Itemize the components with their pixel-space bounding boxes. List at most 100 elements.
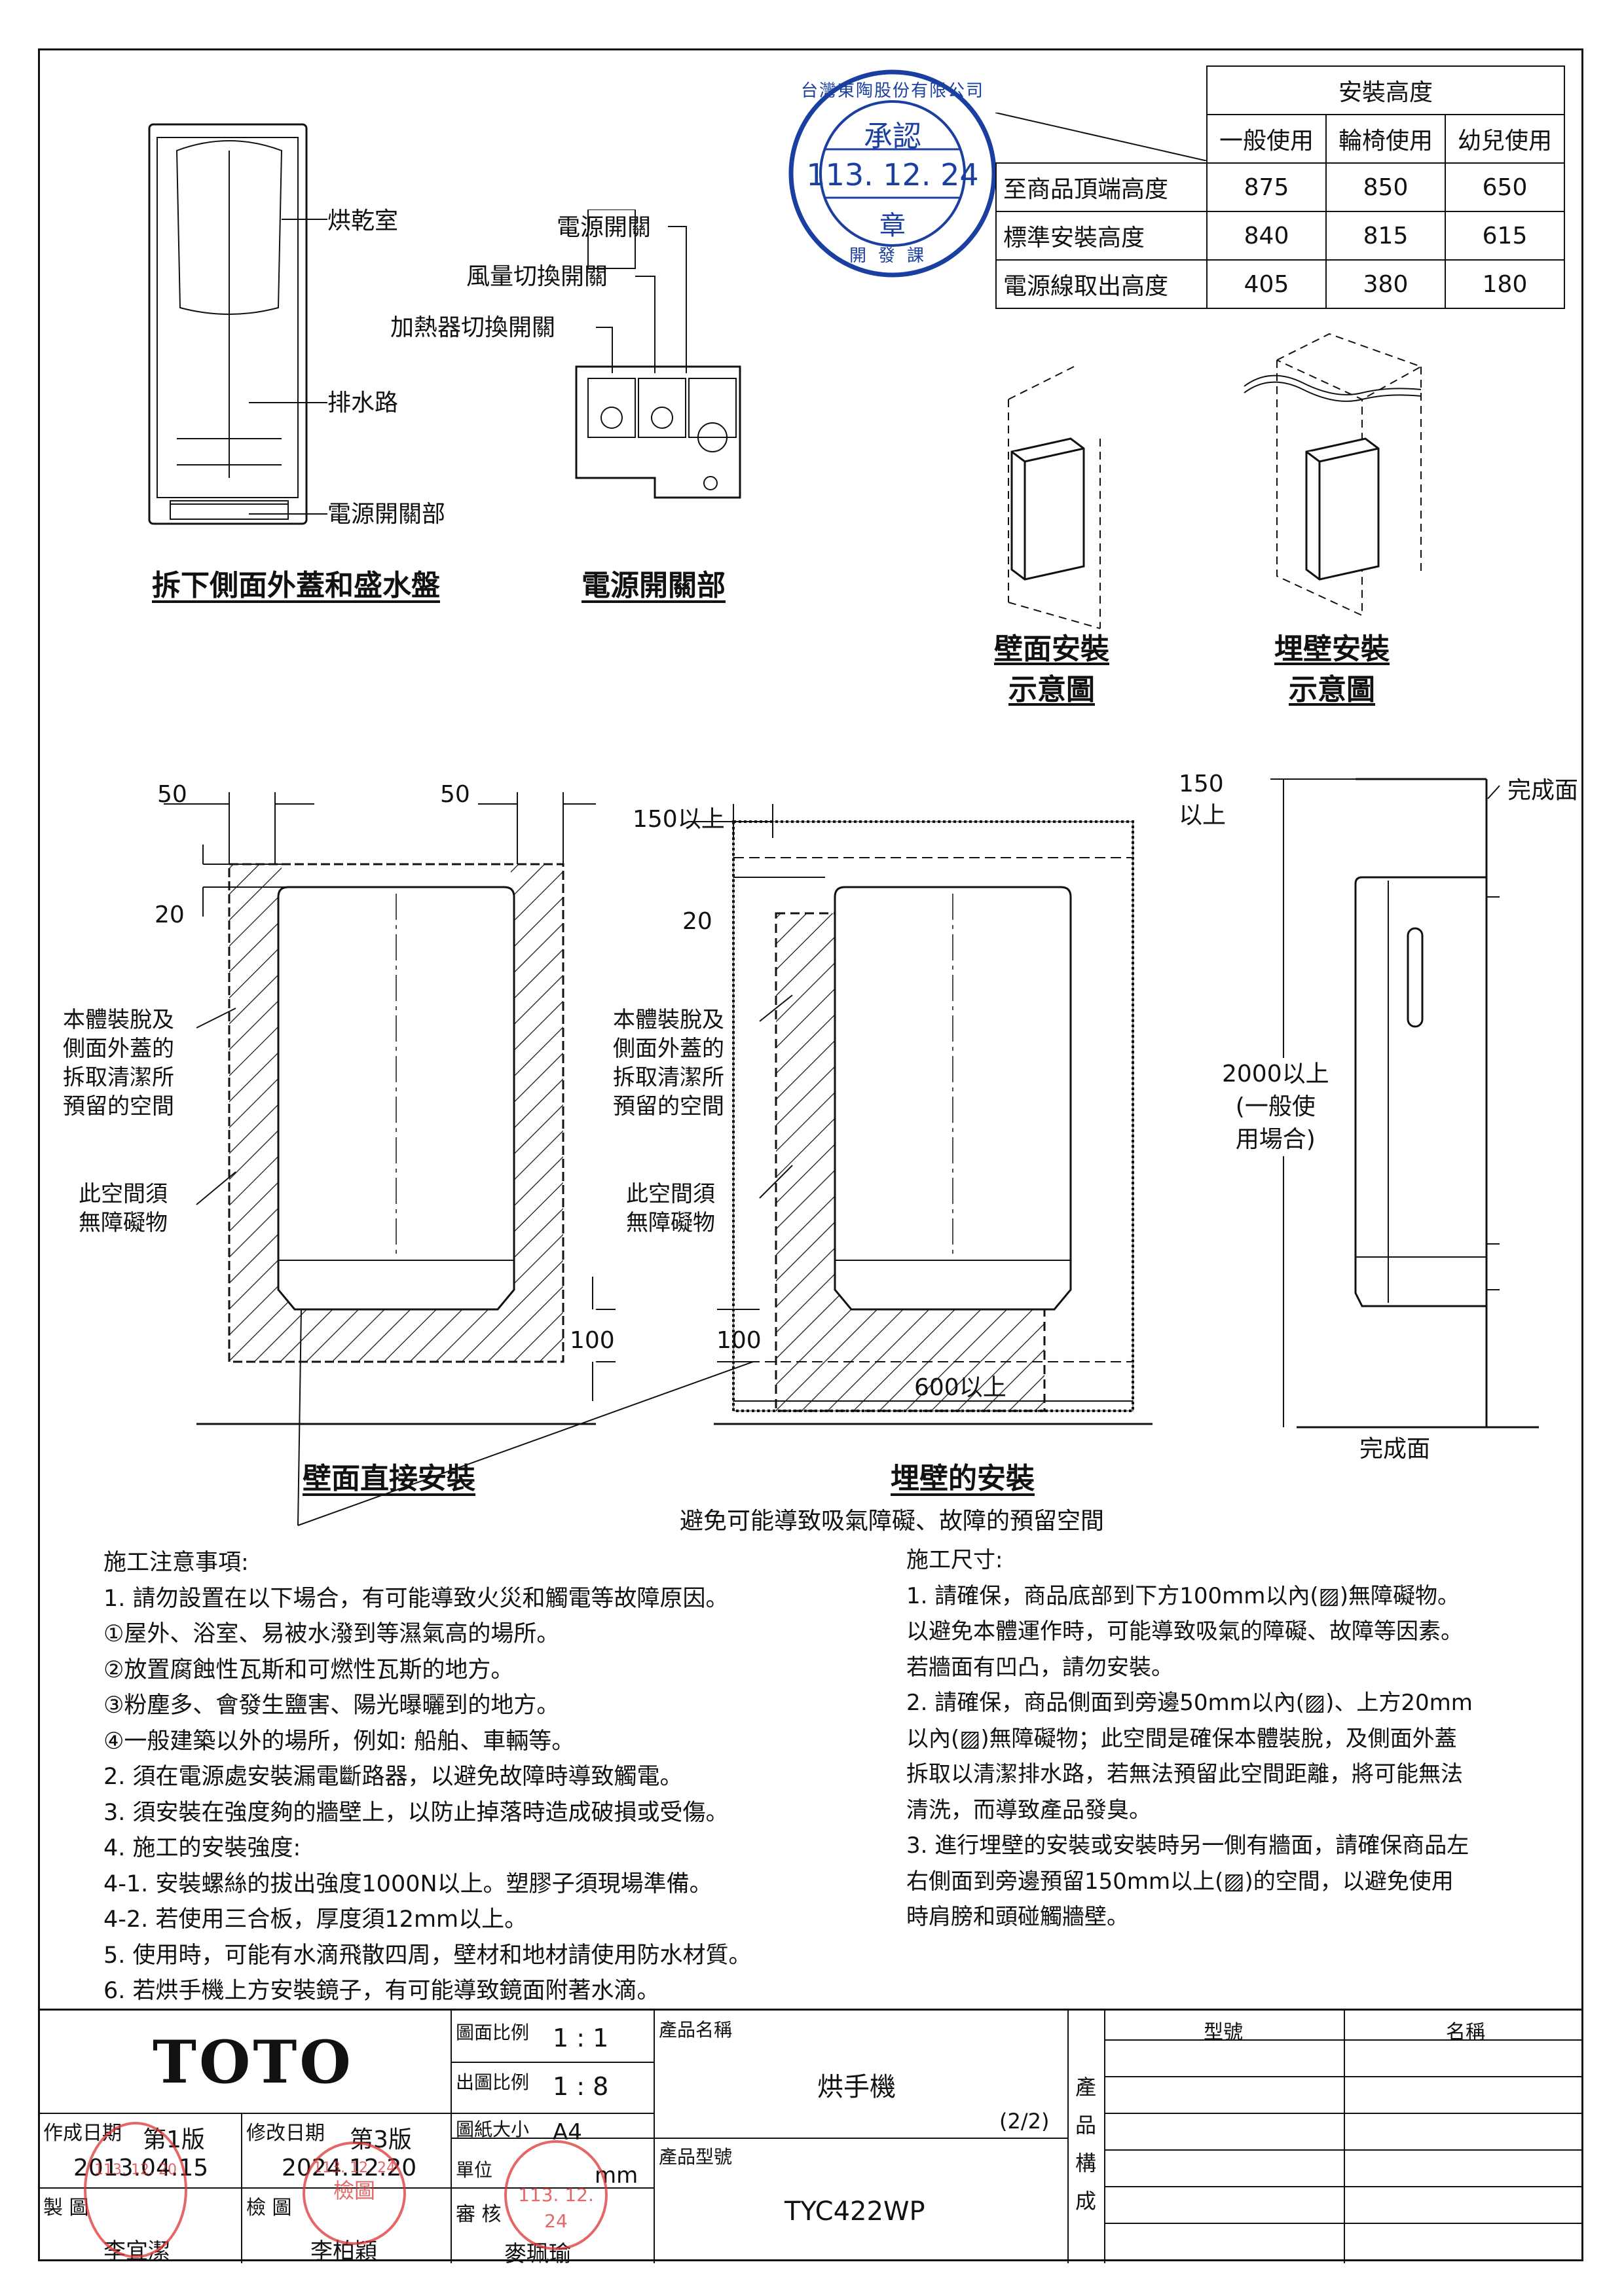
note-line: 1. 請確保，商品底部到下方100mm以內(▨)無障礙物。 (906, 1582, 1460, 1609)
dim-right-recessed-1: 150 (1179, 771, 1224, 797)
label-dryer-chamber: 烘乾室 (327, 208, 399, 234)
label-model: 產品型號 (659, 2146, 733, 2168)
notes-heading: 施工尺寸: (906, 1547, 1003, 1573)
title-wall-mount-1: 壁面安裝 (994, 632, 1109, 666)
label-approved: 審 核 (456, 2203, 502, 2226)
table-cell: 875 (1206, 162, 1327, 212)
table-cell: 850 (1325, 162, 1446, 212)
note-line: 4-1. 安裝螺絲的拔出強度1000N以上。塑膠子須現場準備。 (103, 1870, 712, 1897)
drawing-frame (38, 48, 1583, 2261)
note-line: ②放置腐蝕性瓦斯和可燃性瓦斯的地方。 (103, 1656, 514, 1683)
approval-stamp: 台灣東陶股份有限公司 承認 113. 12. 24 章 開發課 (784, 65, 1001, 282)
table-header: 安裝高度 (1206, 65, 1565, 115)
label-height-2000: 2000以上 (一般使 用場合) (1222, 1058, 1329, 1156)
note-line: 以避免本體運作時，可能導致吸氣的障礙、故障等因素。 (906, 1618, 1463, 1645)
label-heater-switch: 加熱器切換開關 (390, 314, 556, 341)
note-clearance-recessed: 本體裝脫及 側面外蓋的 拆取清潔所 預留的空間 (613, 1007, 724, 1120)
title-recessed-1: 埋壁安裝 (1274, 632, 1390, 666)
dim-width-recessed: 600以上 (914, 1374, 1006, 1401)
dimension-notes: 施工尺寸: 1. 請確保，商品底部到下方100mm以內(▨)無障礙物。 以避免本… (906, 1542, 1473, 1935)
row-label: 標準安裝高度 (995, 211, 1208, 261)
col-name: 名稱 (1446, 2021, 1485, 2044)
scale-value: 1 : 1 (553, 2024, 609, 2052)
note-line: 右側面到旁邊預留150mm以上(▨)的空間，以避免使用 (906, 1868, 1454, 1895)
note-line: 3. 須安裝在強度夠的牆壁上，以防止掉落時造成破損或受傷。 (103, 1799, 729, 1826)
title-wall-mount-2: 示意圖 (1008, 673, 1095, 706)
stamp-company: 台灣東陶股份有限公司 (800, 81, 984, 101)
dim-right-recessed-2: 以上 (1179, 802, 1227, 829)
note-no-obstacle-recessed: 此空間須 無障礙物 (626, 1181, 715, 1236)
toto-logo: TOTO (153, 2028, 354, 2097)
label-composition: 產 品 構 成 (1075, 2075, 1097, 2214)
note-line: 6. 若烘手機上方安裝鏡子，有可能導致鏡面附著水滴。 (103, 1978, 660, 2004)
dim-side-left: 50 (157, 781, 187, 808)
label-power-switch-section: 電源開關部 (327, 501, 446, 528)
label-unit: 單位 (456, 2159, 493, 2181)
title-recessed-2: 示意圖 (1289, 673, 1375, 706)
stamp-word: 承認 (864, 120, 921, 153)
table-cell: 650 (1445, 162, 1565, 212)
row-label: 電源線取出高度 (995, 259, 1208, 309)
note-line: ①屋外、浴室、易被水潑到等濕氣高的場所。 (103, 1621, 560, 1647)
table-row: 至商品頂端高度 875 850 650 (995, 162, 1565, 212)
label-print-scale: 出圖比例 (456, 2071, 530, 2093)
stamp-dept: 開發課 (849, 246, 936, 266)
model-value: TYC422WP (784, 2196, 925, 2227)
label-revised: 修改日期 (246, 2122, 325, 2145)
red-stamp-drawn: 113. 12. 20 (84, 2122, 187, 2258)
dim-bottom-recessed: 100 (716, 1327, 762, 1354)
install-diagrams (164, 792, 1153, 1526)
dim-top-recessed: 20 (682, 908, 712, 935)
label-drain-path: 排水路 (327, 390, 399, 416)
label-checked: 檢 圖 (246, 2196, 292, 2219)
label-finish-top: 完成面 (1507, 777, 1579, 804)
dryer-open-view (148, 123, 327, 525)
note-shared-clearance: 避免可能導致吸氣障礙、故障的預留空間 (680, 1508, 1105, 1535)
product-name: 烘手機 (817, 2072, 896, 2102)
table-row: 電源線取出高度 405 380 180 (995, 259, 1565, 309)
row-label: 至商品頂端高度 (995, 162, 1208, 212)
side-view-diagram (1270, 778, 1539, 1429)
note-line: 拆取以清潔排水路，若無法預留此空間距離，將可能無法 (906, 1761, 1463, 1787)
note-no-obstacle-direct: 此空間須 無障礙物 (79, 1181, 168, 1236)
table-cell: 405 (1206, 259, 1327, 309)
label-finish-bottom: 完成面 (1359, 1436, 1431, 1463)
label-drawn: 製 圖 (43, 2196, 89, 2219)
dim-bottom: 100 (570, 1327, 615, 1354)
table-cell: 180 (1445, 259, 1565, 309)
dim-left-recessed: 150以上 (633, 806, 725, 833)
note-line: 時肩膀和頭碰觸牆壁。 (906, 1904, 1129, 1930)
title-recessed-install: 埋壁的安裝 (891, 1462, 1035, 1495)
table-cell: 815 (1325, 211, 1446, 261)
col-child: 幼兒使用 (1445, 114, 1565, 164)
label-power-switch: 電源開關 (557, 214, 652, 241)
page-number: (2/2) (999, 2109, 1050, 2134)
red-stamp-approve: 113. 12. 24 (504, 2140, 608, 2250)
note-clearance-direct: 本體裝脫及 側面外蓋的 拆取清潔所 預留的空間 (63, 1007, 174, 1120)
dim-top: 20 (155, 902, 185, 928)
label-airflow-switch: 風量切換開關 (466, 263, 608, 290)
note-line: 4. 施工的安裝強度: (103, 1835, 301, 1861)
note-line: 若牆面有凹凸，請勿安裝。 (906, 1654, 1173, 1681)
table-cell: 615 (1445, 211, 1565, 261)
construction-notes: 施工注意事項: 1. 請勿設置在以下場合，有可能導致火災和觸電等故障原因。 ①屋… (103, 1545, 752, 2009)
switch-panel-diagram (575, 210, 741, 499)
note-line: 3. 進行埋壁的安裝或安裝時另一側有牆面，請確保商品左 (906, 1832, 1469, 1859)
stamp-date: 113. 12. 24 (806, 157, 979, 192)
note-line: ④一般建築以外的場所，例如: 船舶、車輛等。 (103, 1728, 575, 1755)
label-scale: 圖面比例 (456, 2022, 530, 2043)
note-line: 清洗，而導致產品發臭。 (906, 1796, 1151, 1823)
note-line: 2. 請確保，商品側面到旁邊50mm以內(▨)、上方20mm (906, 1690, 1473, 1716)
title-switch-section: 電源開關部 (581, 569, 726, 602)
col-model: 型號 (1204, 2021, 1243, 2044)
label-paper: 圖紙大小 (456, 2119, 530, 2140)
table-cell: 380 (1325, 259, 1446, 309)
col-general: 一般使用 (1206, 114, 1327, 164)
table-cell: 840 (1206, 211, 1327, 261)
install-height-table: 安裝高度 一般使用 輪椅使用 幼兒使用 至商品頂端高度 875 850 650 … (995, 65, 1565, 309)
table-row: 標準安裝高度 840 815 615 (995, 211, 1565, 261)
note-line: 4-2. 若使用三合板，厚度須12mm以上。 (103, 1906, 528, 1933)
title-remove-cover: 拆下側面外蓋和盛水盤 (152, 569, 440, 602)
col-wheelchair: 輪椅使用 (1325, 114, 1446, 164)
stamp-seal: 章 (879, 211, 906, 241)
